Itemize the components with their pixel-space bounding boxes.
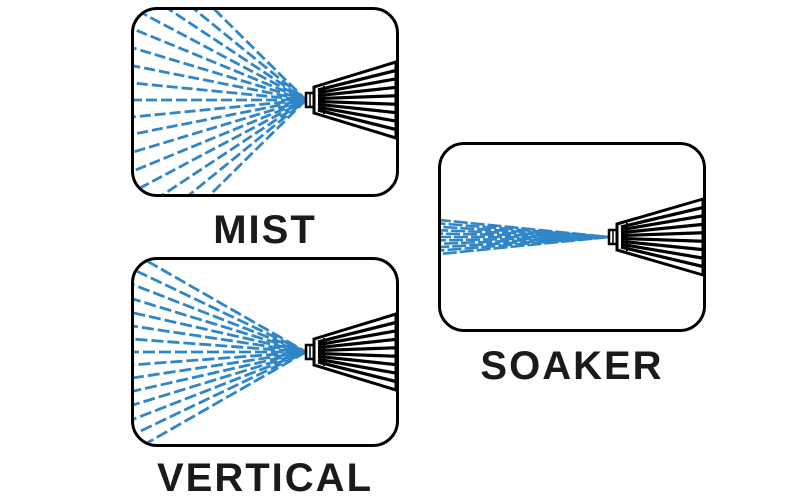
hose-nozzle-icon bbox=[607, 197, 703, 277]
spray-stream bbox=[134, 98, 307, 193]
nozzle-ridge bbox=[620, 214, 703, 232]
spray-stream bbox=[134, 324, 307, 354]
nozzle-ridge bbox=[620, 245, 703, 269]
soaker-label: SOAKER bbox=[480, 344, 664, 388]
spray-stream bbox=[134, 350, 307, 407]
spray-stream bbox=[134, 350, 307, 393]
nozzle-ridge bbox=[620, 205, 703, 229]
spray-pattern bbox=[134, 10, 307, 194]
spray-stream bbox=[134, 98, 307, 119]
spray-stream bbox=[161, 98, 307, 194]
nozzle-ridge bbox=[317, 354, 396, 367]
nozzle-ridge bbox=[317, 360, 396, 384]
spray-stream bbox=[134, 27, 307, 102]
nozzle-ridge bbox=[317, 99, 396, 106]
spray-stream bbox=[134, 297, 307, 354]
spray-stream bbox=[134, 81, 307, 102]
vertical-label: VERTICAL bbox=[157, 456, 373, 500]
nozzle-ridge bbox=[317, 329, 396, 347]
spray-stream bbox=[167, 10, 307, 102]
soaker-spray-icon bbox=[441, 197, 703, 277]
nozzle-ridge bbox=[317, 68, 396, 92]
spray-stream bbox=[213, 10, 307, 101]
spray-stream bbox=[134, 10, 307, 102]
vertical-pattern-panel bbox=[131, 257, 399, 447]
soaker-pattern-panel bbox=[438, 142, 706, 332]
nozzle-ridge bbox=[317, 346, 396, 353]
spray-stream bbox=[134, 337, 307, 354]
spray-stream bbox=[193, 10, 307, 102]
nozzle-ridge bbox=[317, 357, 396, 375]
mist-label: MIST bbox=[213, 208, 317, 252]
nozzle-ridge bbox=[317, 102, 396, 115]
spray-stream bbox=[134, 350, 307, 367]
mist-spray-icon bbox=[134, 10, 396, 194]
spray-stream bbox=[134, 46, 307, 102]
nozzle-ridge bbox=[317, 77, 396, 95]
spray-stream bbox=[134, 350, 307, 436]
nozzle-ridge bbox=[620, 236, 703, 243]
hose-nozzle-icon bbox=[304, 60, 396, 140]
hose-nozzle-icon bbox=[304, 312, 396, 392]
spray-pattern bbox=[134, 260, 307, 444]
spray-stream bbox=[134, 268, 307, 354]
nozzle-ridge bbox=[317, 337, 396, 350]
nozzle-ridge bbox=[620, 231, 703, 238]
spray-stream bbox=[441, 218, 610, 239]
nozzle-ridge bbox=[317, 108, 396, 132]
spray-stream bbox=[208, 99, 307, 194]
spray-stream bbox=[134, 350, 307, 380]
spray-stream bbox=[134, 64, 307, 102]
nozzle-ridge bbox=[317, 105, 396, 123]
spray-stream bbox=[142, 350, 307, 444]
spray-stream bbox=[134, 350, 307, 421]
spray-stream bbox=[134, 98, 307, 136]
spray-stream bbox=[441, 235, 610, 256]
spray-stream bbox=[142, 260, 307, 354]
nozzle-ridge bbox=[620, 222, 703, 235]
spray-stream bbox=[134, 98, 307, 173]
spray-pattern bbox=[441, 218, 610, 256]
spray-stream bbox=[134, 311, 307, 354]
nozzle-ridge bbox=[620, 242, 703, 260]
spray-stream bbox=[134, 283, 307, 354]
nozzle-ridge bbox=[317, 85, 396, 98]
nozzle-ridge bbox=[317, 94, 396, 101]
nozzle-ridge bbox=[317, 320, 396, 344]
mist-pattern-panel bbox=[131, 7, 399, 197]
vertical-spray-icon bbox=[134, 260, 396, 444]
nozzle-ridge bbox=[317, 351, 396, 358]
spray-stream bbox=[134, 98, 307, 154]
nozzle-ridge bbox=[620, 239, 703, 252]
